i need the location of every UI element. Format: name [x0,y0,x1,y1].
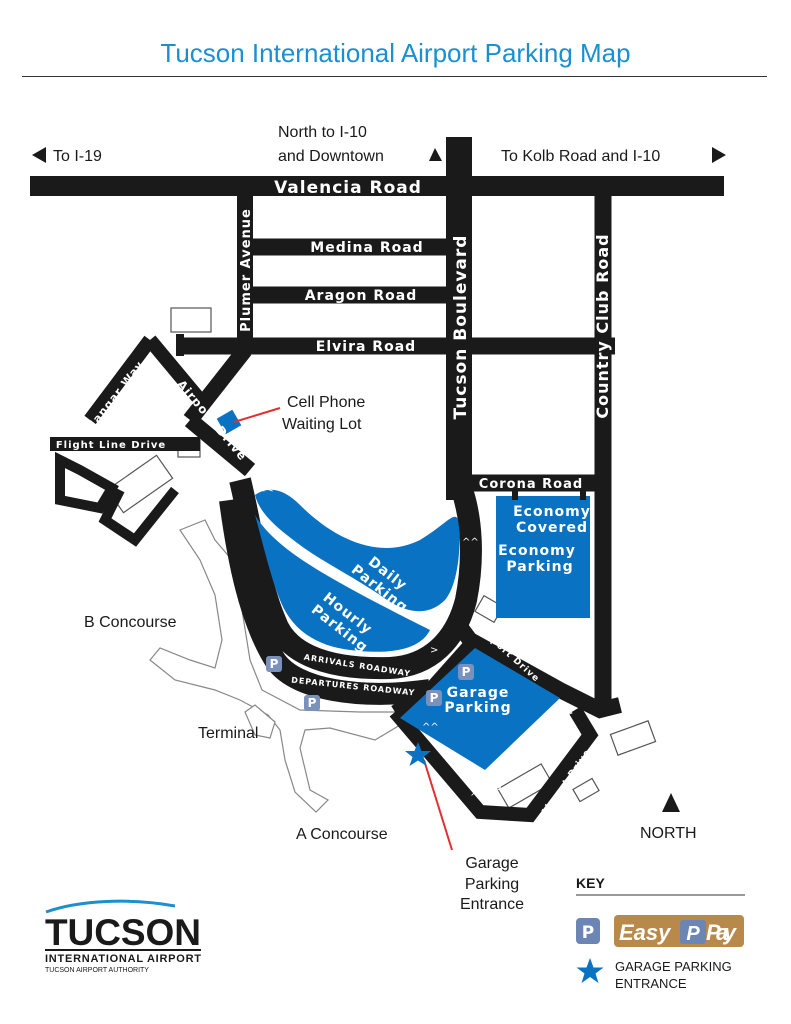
svg-text:P: P [430,691,439,705]
svg-text:P: P [462,665,471,679]
title-divider [22,76,767,77]
garage-parking-label-1: Garage [447,685,510,701]
logo-swoosh [45,899,176,914]
easypay-badge [614,915,744,947]
garage-parking-label-2: Parking [444,700,511,716]
cell-phone-lot-label-2: Waiting Lot [282,416,362,433]
tucson-airport-logo: TUCSON INTERNATIONAL AIRPORT TUCSON AIRP… [45,899,201,974]
flight-line-drive-label: Flight Line Drive [56,440,166,451]
valencia-road-label: Valencia Road [274,178,422,198]
terminal-label: Terminal [198,725,258,742]
plumer-avenue-label: Plumer Avenue [239,208,254,332]
cell-phone-pointer [233,407,281,423]
east-direction-label: To Kolb Road and I-10 [501,148,660,165]
economy-connectors [512,490,586,500]
north-arrow-icon [429,148,442,161]
logo-name: TUCSON [45,912,201,953]
svg-text:>: > [565,708,573,719]
parking-lots [216,409,590,770]
economy-parking-label-1: Economy [498,543,576,559]
svg-text:P: P [270,657,279,671]
economy-parking-label-2: Parking [506,559,573,575]
cell-phone-lot-marker [216,409,242,435]
west-direction-label: To I-19 [53,148,102,165]
garage-entrance-star [405,742,431,766]
map-parking-icons: P P P P [266,656,474,711]
svg-text:^^: ^^ [462,537,479,548]
key-star-icon [576,958,604,983]
page-title: Tucson International Airport Parking Map [160,38,631,68]
easypay-easy-text: Easy [619,920,672,945]
west-arrow-icon [32,147,46,163]
key-parking-icon [576,918,600,944]
easypay-p-text: P [686,923,700,945]
logo-line-2: TUCSON AIRPORT AUTHORITY [45,967,149,974]
svg-text:^^: ^^ [422,722,439,733]
garage-entrance-pointer [423,759,453,851]
a-concourse-label: A Concourse [296,826,388,843]
economy-covered-label-2: Covered [516,520,588,536]
map-key: KEY P Easy P Pay GARAGE PARKING ENTRANCE [576,875,745,991]
north-label: NORTH [640,825,697,842]
country-club-road-label: Country Club Road [593,233,612,418]
svg-text:<<: << [437,502,454,513]
roadway-chevrons: << << ^^ > ^^ ^ > [257,484,573,803]
terminal-building [149,519,401,813]
daily-parking-lot [255,489,460,612]
key-star-label-1: GARAGE PARKING [615,959,732,974]
svg-text:P: P [308,696,317,710]
medina-road-label: Medina Road [310,240,423,256]
hourly-parking-lot [255,515,430,652]
north-direction-label-1: North to I-10 [278,124,367,141]
key-heading: KEY [576,875,605,891]
svg-text:<<: << [257,484,274,495]
svg-text:^: ^ [470,792,478,803]
east-arrow-icon [712,147,726,163]
north-direction-label-2: and Downtown [278,148,384,165]
elvira-road-label: Elvira Road [316,339,416,355]
svg-text:>: > [430,645,438,656]
key-star-label-2: ENTRANCE [615,976,687,991]
road-network [30,137,724,823]
north-compass-arrow-icon [662,793,680,812]
hangar-way-label: Hangar Way [84,358,147,433]
corona-road-label: Corona Road [479,477,583,492]
easypay-pay-text: Pay [706,920,738,945]
cell-phone-lot-label-1: Cell Phone [287,394,365,411]
tucson-boulevard-label: Tucson Boulevard [451,235,471,420]
garage-entrance-label-3: Entrance [460,896,524,913]
logo-line-1: INTERNATIONAL AIRPORT [45,953,201,965]
aragon-road-label: Aragon Road [305,288,418,304]
economy-covered-label-1: Economy [513,504,591,520]
b-concourse-label: B Concourse [84,614,177,631]
garage-entrance-label-2: Parking [465,876,519,893]
svg-text:P: P [582,923,594,943]
garage-parking-lot [400,648,560,770]
economy-parking-lot [496,496,590,618]
garage-entrance-label-1: Garage [465,855,518,872]
